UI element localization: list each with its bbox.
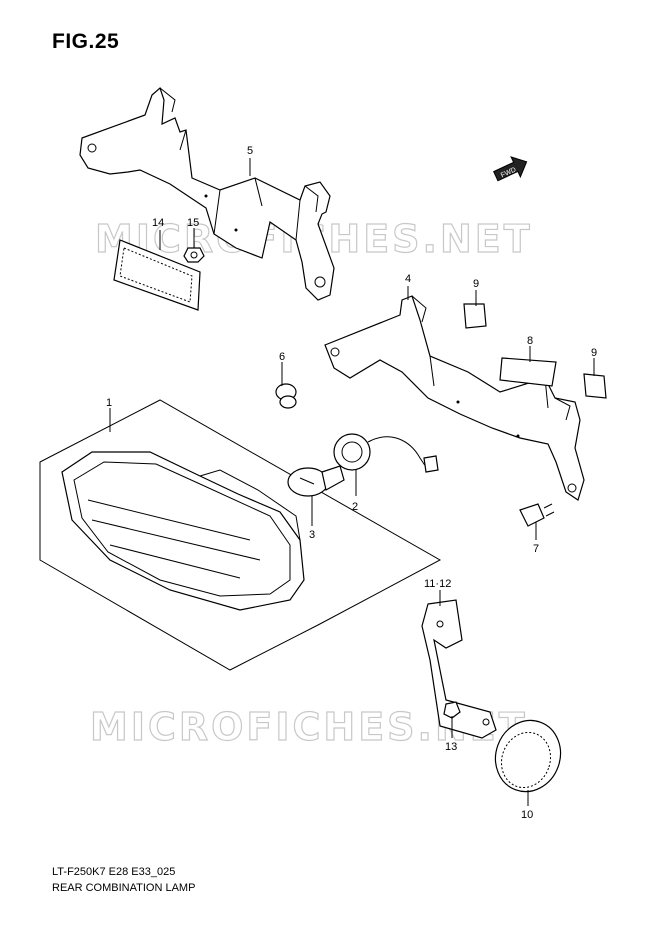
part-label-1: 1 [106,397,112,409]
fwd-arrow-icon: FWD [493,156,528,182]
figure-caption: REAR COMBINATION LAMP [52,882,196,894]
cushion-part-9-top [463,303,487,329]
part-label-9-top: 9 [473,278,479,290]
part-label-9-right: 9 [591,347,597,359]
nut-part-13 [443,701,461,719]
round-reflector-part-10 [494,719,562,793]
lower-bracket-part-11-12 [421,599,497,739]
part-label-8: 8 [527,335,533,347]
socket-part-2 [333,433,439,473]
part-label-2: 2 [352,501,358,513]
part-label-15: 15 [187,217,199,229]
leader-lines [109,158,595,806]
upper-bracket-part-5 [79,86,335,301]
part-label-10: 10 [521,809,533,821]
part-label-3: 3 [309,529,315,541]
reflector-part-14 [113,239,201,311]
part-label-13: 13 [445,741,457,753]
figure-title: FIG.25 [52,30,120,53]
part-label-5: 5 [247,145,253,157]
part-label-14: 14 [152,217,164,229]
part-label-7: 7 [533,543,539,555]
cushion-part-8 [499,357,557,387]
cushion-part-9-right [583,373,607,399]
part-label-4: 4 [405,273,411,285]
tail-lamp-part-1 [39,399,442,671]
part-label-6: 6 [279,351,285,363]
bulb-part-3 [287,465,345,497]
part-label-11-12: 11·12 [424,578,451,590]
model-code: LT-F250K7 E28 E33_025 [52,866,176,878]
bolt-part-7 [519,503,555,527]
lamp-bracket-part-4 [324,295,585,501]
nut-part-15 [183,247,205,263]
grommet-part-6 [275,383,297,409]
